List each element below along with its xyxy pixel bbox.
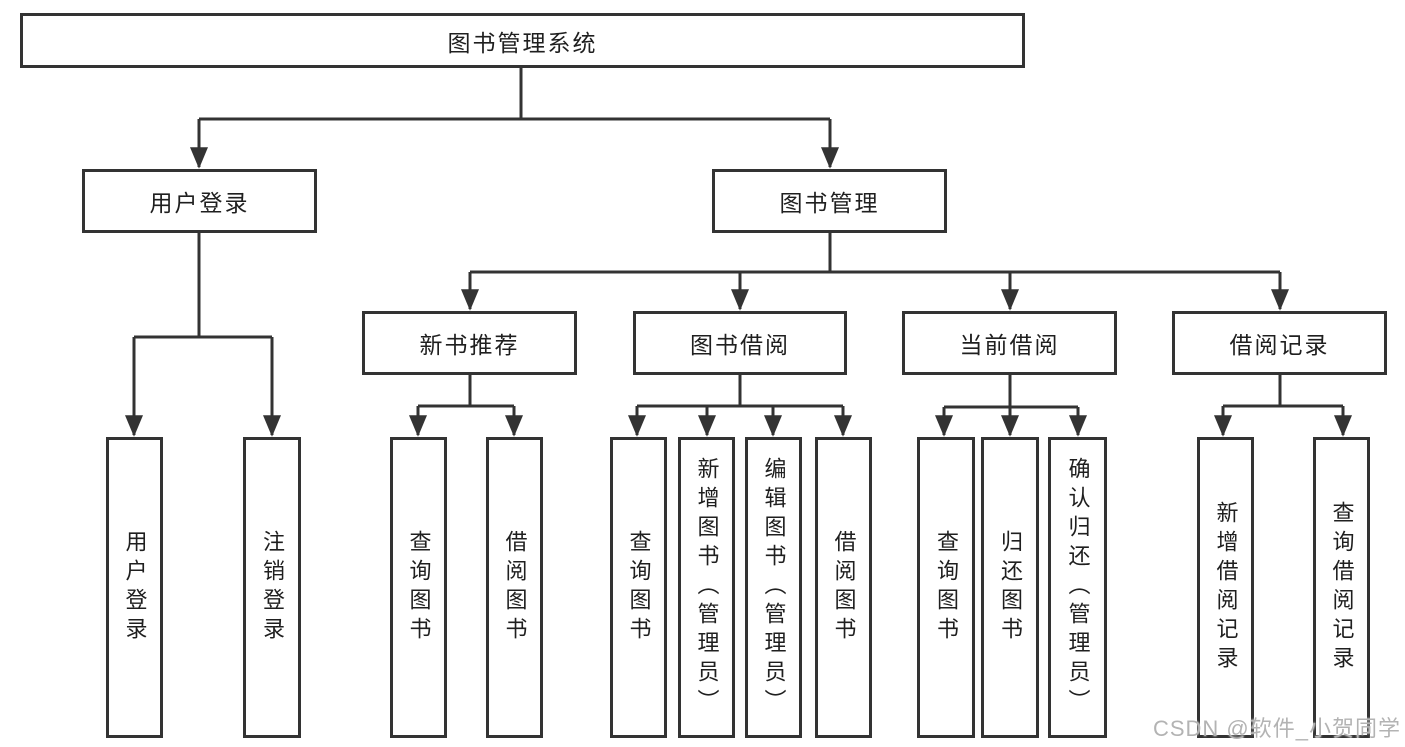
node-book-borrow-label: 图书借阅 [690,332,790,358]
node-borrow-records-label: 借阅记录 [1229,332,1330,358]
leaf-query-books-under-rec-label: 查询图书 [406,529,432,646]
leaf-query-books-under-current: 查询图书 [917,437,975,738]
node-book-mgmt-branch: 图书管理 [712,169,947,233]
connector-root-trunk [199,68,830,121]
leaf-edit-books-admin: 编辑图书（管理员） [745,437,802,738]
connector-current-borrow-trunk [944,375,1078,409]
leaf-borrow-books-under-borrow-label: 借阅图书 [831,529,857,646]
leaf-confirm-return-admin: 确认归还（管理员） [1048,437,1107,738]
node-user-login-branch: 用户登录 [82,169,317,233]
leaf-add-books-admin: 新增图书（管理员） [678,437,735,738]
leaf-add-borrow-record: 新增借阅记录 [1197,437,1254,738]
leaf-edit-books-admin-label: 编辑图书（管理员） [761,457,787,718]
node-book-mgmt-branch-label: 图书管理 [779,190,880,216]
leaf-borrow-books-under-rec: 借阅图书 [486,437,543,738]
leaf-confirm-return-admin-label: 确认归还（管理员） [1065,457,1091,718]
node-user-login-branch-label: 用户登录 [149,190,250,216]
leaf-query-books-under-borrow-label: 查询图书 [626,529,652,646]
connector-new-book-rec-trunk [418,375,514,408]
leaf-query-books-under-borrow: 查询图书 [610,437,667,738]
leaf-return-books: 归还图书 [981,437,1039,738]
node-borrow-records: 借阅记录 [1172,311,1387,375]
node-root-label: 图书管理系统 [447,29,598,56]
leaf-query-borrow-record: 查询借阅记录 [1313,437,1370,738]
leaf-query-books-under-rec: 查询图书 [390,437,447,738]
leaf-borrow-books-under-borrow: 借阅图书 [815,437,872,738]
csdn-watermark: CSDN @软件_小贺同学 [1152,716,1401,741]
connector-book-mgmt-trunk [470,233,1280,274]
node-new-book-rec-label: 新书推荐 [419,332,520,358]
node-book-borrow: 图书借阅 [633,311,847,375]
leaf-return-books-label: 归还图书 [998,529,1023,646]
leaf-query-borrow-record-label: 查询借阅记录 [1329,500,1355,675]
connector-book-borrow-trunk [637,375,843,408]
leaf-logout-label: 注销登录 [260,529,285,646]
node-current-borrow: 当前借阅 [902,311,1117,375]
leaf-query-books-under-current-label: 查询图书 [934,529,959,646]
leaf-borrow-books-under-rec-label: 借阅图书 [502,529,528,646]
leaf-add-borrow-record-label: 新增借阅记录 [1213,500,1239,675]
node-root: 图书管理系统 [20,13,1025,68]
leaf-logout: 注销登录 [243,437,301,738]
node-current-borrow-label: 当前借阅 [959,332,1060,358]
node-new-book-rec: 新书推荐 [362,311,577,375]
connector-borrow-records-trunk [1223,375,1343,408]
leaf-user-login-label: 用户登录 [122,529,148,646]
leaf-user-login: 用户登录 [106,437,163,738]
connector-user-login-trunk [134,233,272,339]
leaf-add-books-admin-label: 新增图书（管理员） [694,457,720,718]
